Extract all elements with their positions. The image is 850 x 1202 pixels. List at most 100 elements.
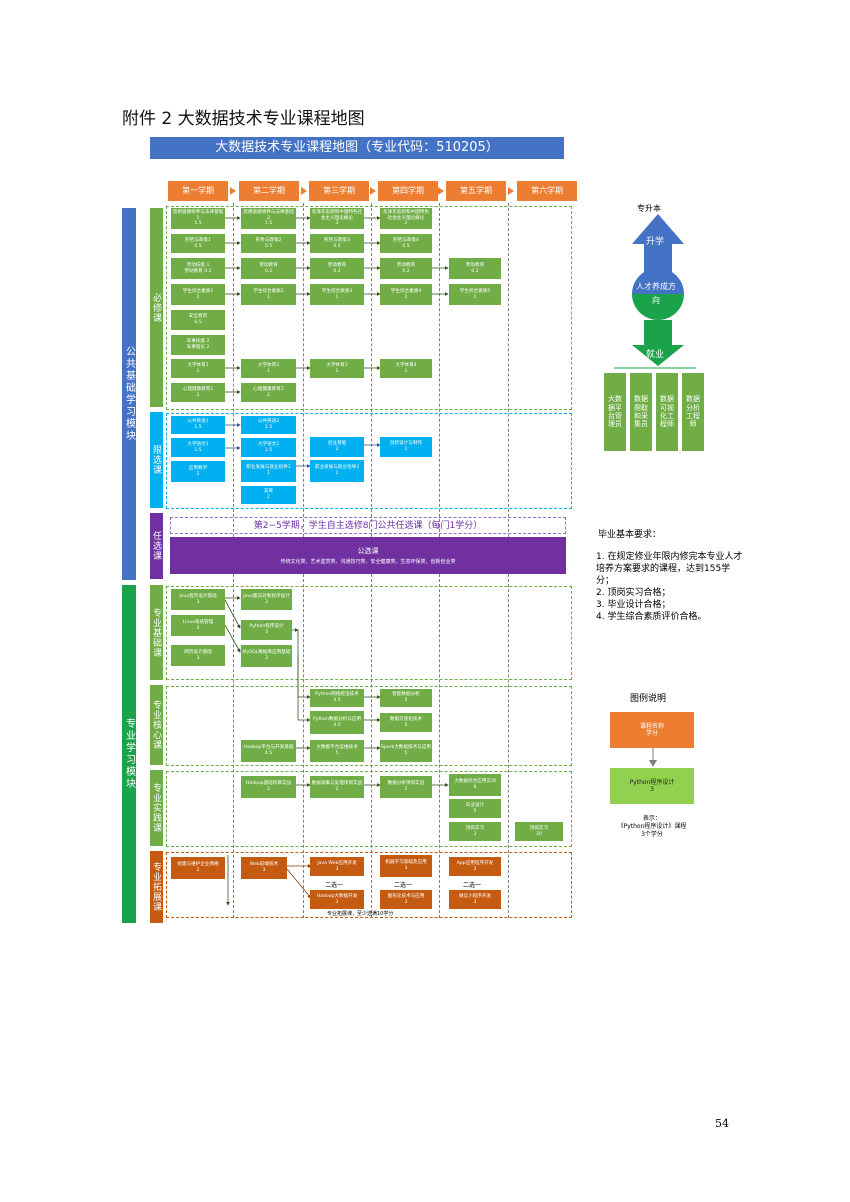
public-elective-subtitle: 传统文化类、艺术鉴赏类、沟通技巧类、安全健康类、生态环保类、创新创业类	[280, 559, 456, 565]
semester-header-2: 第二学期	[239, 181, 299, 201]
graduation-title: 毕业基本要求：	[598, 530, 662, 540]
legend-caption: 表示： 《Python程序设计》课程 3个学分	[617, 815, 687, 838]
semester-arrows	[230, 187, 514, 195]
legend-box-template: 课程名称学分	[610, 712, 694, 748]
public-elective-note: 第2−5学期，学生自主选修8门公共任选课（每门1学分）	[170, 517, 566, 534]
graduation-item-1: 1. 在规定修业年限内修完本专业人才培养方案要求的课程，达到155学分；	[596, 552, 743, 586]
career-direction-graphic	[632, 214, 684, 366]
job-data-analyst: 数据分析工程师	[682, 373, 704, 451]
zone-practice	[166, 771, 572, 847]
semester-header-3: 第三学期	[309, 181, 369, 201]
legend-title: 图例说明	[630, 694, 667, 704]
document-title: 附件 2 大数据技术专业课程地图	[122, 109, 365, 129]
talent-direction-label: 人才养成方向	[636, 282, 676, 305]
category-core: 专业核心课	[150, 685, 163, 765]
upgrade-label: 升学	[646, 237, 665, 247]
zone-foundation	[166, 586, 572, 680]
zone-core	[166, 686, 572, 766]
choose-one-label-3: 二选一	[325, 882, 344, 889]
public-module-bar: 公共基础学习模块	[122, 208, 136, 580]
zone-expansion	[166, 852, 572, 918]
legend-arrow	[649, 748, 657, 767]
category-expansion: 专业拓展课	[150, 851, 163, 923]
job-data-crawler: 数据爬取和采集员	[630, 373, 652, 451]
page-number: 54	[715, 1117, 729, 1130]
graduation-item-4: 4. 学生综合素质评价合格。	[596, 612, 707, 622]
employment-label: 就业	[646, 350, 665, 360]
choose-one-label-4: 二选一	[394, 882, 413, 889]
professional-module-bar: 专业学习模块	[122, 585, 136, 923]
category-limited: 限选课	[150, 412, 163, 508]
graduation-item-3: 3. 毕业设计合格；	[596, 600, 671, 610]
upgrade-title: 专升本	[637, 204, 661, 213]
job-platform-admin: 大数据平台管理员	[604, 373, 626, 451]
semester-header-4: 第四学期	[378, 181, 438, 201]
employment-connector	[614, 367, 696, 369]
semester-header-1: 第一学期	[168, 181, 228, 201]
category-elective: 任选课	[150, 513, 163, 579]
map-banner: 大数据技术专业课程地图（专业代码：510205）	[150, 137, 564, 159]
public-elective-box: 公选课 传统文化类、艺术鉴赏类、沟通技巧类、安全健康类、生态环保类、创新创业类	[170, 537, 566, 574]
choose-one-label-5: 二选一	[463, 882, 482, 889]
category-practice: 专业实践课	[150, 770, 163, 846]
category-foundation: 专业基础课	[150, 585, 163, 680]
graduation-item-2: 2. 顶岗实习合格；	[596, 588, 671, 598]
semester-header-6: 第六学期	[517, 181, 577, 201]
